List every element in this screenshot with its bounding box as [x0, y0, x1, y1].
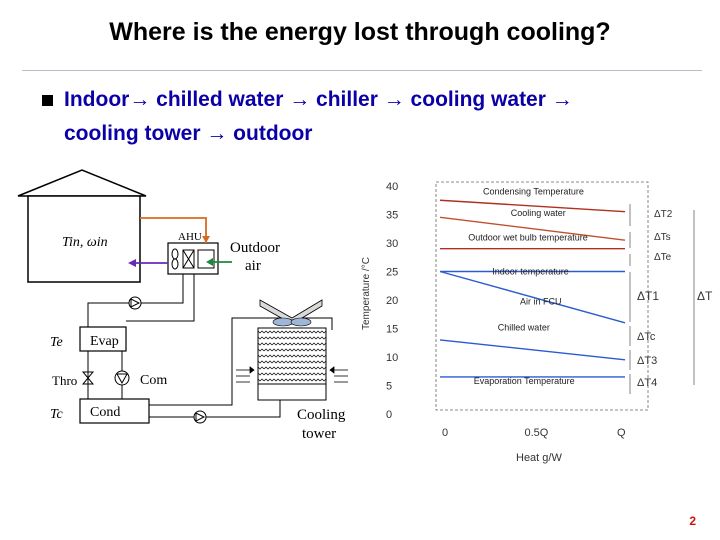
chart-x-tick-label: 0.5Q: [525, 427, 549, 439]
chart-series-label: Indoor temperature: [492, 266, 569, 276]
delta-t3-label: ΔT3: [637, 355, 657, 367]
chart-plot-frame: [435, 181, 649, 411]
chart-series-line: [439, 270, 626, 324]
tower-louver-right-icon: [329, 366, 348, 383]
delta-t-label: ΔT: [697, 289, 713, 303]
chart-series-label: Cooling water: [511, 208, 566, 218]
cooling-tower: [236, 299, 348, 401]
throttle-valve-icon: [81, 371, 95, 379]
room-condition-label: Tin, ωin: [62, 235, 108, 250]
arrow-left-icon-green: [206, 258, 213, 266]
chart-x-ticks: 0 0.5Q Q: [442, 427, 626, 439]
tower-fill-media: [257, 327, 327, 385]
bullet-text-line2: cooling tower → outdoor: [64, 122, 313, 145]
chart-x-tick-label: Q: [617, 427, 626, 439]
chart-y-tick-label: 15: [386, 324, 398, 336]
chart-series-label: Condensing Temperature: [483, 187, 584, 197]
building-schematic: Tin, ωin: [17, 169, 147, 283]
chart-y-tick-label: 40: [386, 181, 398, 193]
chart-y-axis-label: Temperature /°C: [361, 257, 372, 330]
title-divider: [22, 70, 702, 71]
chart-y-tick-label: 20: [386, 295, 398, 307]
thro-label: Thro: [52, 373, 77, 388]
tower-louver-left-icon: [236, 366, 255, 383]
te-label: Te: [50, 335, 63, 350]
evaporator-box: [79, 326, 127, 352]
cond-label: Cond: [90, 405, 120, 420]
chart-y-ticks: 0 5 10 15 20 25 30 35 40: [386, 181, 398, 421]
tower-top-hood: [259, 299, 323, 325]
delta-te-label: ΔTe: [654, 252, 672, 263]
outdoor-air-label-line2: air: [245, 258, 261, 274]
bullet-text-line1: Indoor→ chilled water → chiller → coolin…: [64, 88, 573, 111]
delta-t4-label: ΔT4: [637, 377, 657, 389]
chilled-water-return-pipe: [126, 274, 195, 322]
slide-title: Where is the energy lost through cooling…: [109, 18, 611, 46]
cooling-tower-label-line1: Cooling: [297, 407, 346, 423]
tower-fan-icon: [272, 317, 294, 327]
temperature-chart: Temperature /°C Heat g/W 0 5 10 15 20 25 30 35 4…: [361, 181, 713, 464]
chart-y-tick-label: 25: [386, 267, 398, 279]
chart-y-tick-label: 5: [386, 381, 392, 393]
chart-y-tick-label: 35: [386, 210, 398, 222]
bullet-square-icon: [42, 95, 53, 106]
chart-x-axis-label: Heat g/W: [516, 452, 562, 464]
chart-series-label: Air in FCU: [520, 297, 562, 307]
tc-label: Tc: [50, 407, 64, 422]
chart-series-line: [439, 216, 626, 241]
tower-basin: [257, 383, 327, 401]
chart-series-label: Chilled water: [498, 323, 550, 333]
delta-brackets: [629, 204, 695, 394]
outdoor-air-label-line1: Outdoor: [230, 240, 280, 256]
chart-y-tick-label: 10: [386, 352, 398, 364]
chart-y-tick-label: 30: [386, 238, 398, 250]
com-label: Com: [140, 373, 167, 388]
delta-tc-label: ΔTc: [637, 331, 656, 343]
arrow-down-icon: [202, 236, 210, 243]
ahu-label: AHU: [178, 231, 202, 243]
chart-x-tick-label: 0: [442, 427, 448, 439]
chart-y-tick-label: 0: [386, 409, 392, 421]
delta-t1-label: ΔT1: [637, 289, 659, 303]
chart-series-line: [439, 199, 626, 213]
evap-label: Evap: [90, 334, 119, 349]
chart-series-label: Evaporation Temperature: [474, 376, 575, 386]
return-air-path: [140, 217, 207, 243]
ahu-unit: AHU: [167, 231, 219, 275]
cooling-water-supply-pipe: [149, 317, 333, 406]
delta-t2-label: ΔT2: [654, 209, 673, 220]
ahu-coil-icon: [182, 249, 195, 269]
chart-series-label: Outdoor wet bulb temperature: [468, 233, 588, 243]
room-box: [27, 195, 141, 283]
ahu-fan-icon: [171, 248, 179, 270]
condenser-box: [79, 398, 150, 424]
chart-series-line: [439, 339, 626, 361]
cooling-tower-label-line2: tower: [302, 426, 336, 442]
page-number: 2: [689, 514, 696, 528]
cooling-water-return-pipe: [149, 400, 281, 418]
delta-ts-label: ΔTs: [654, 232, 671, 243]
house-roof: [17, 169, 147, 197]
arrow-left-icon: [128, 259, 136, 267]
